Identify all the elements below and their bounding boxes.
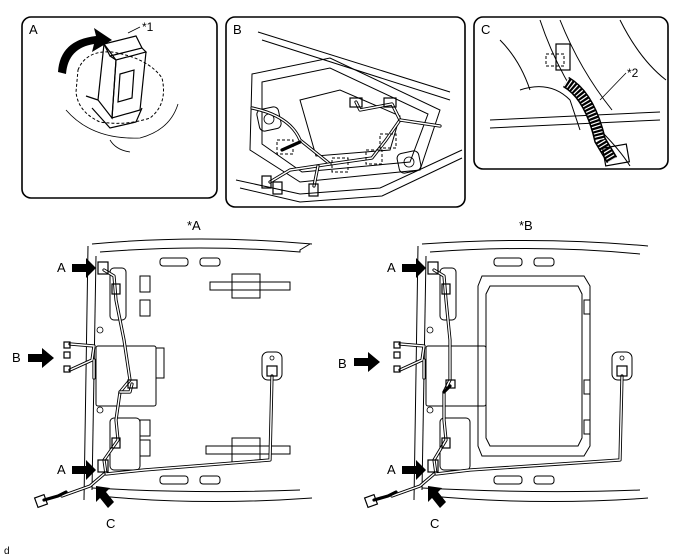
- clamp-dashed-box: [331, 157, 349, 173]
- panel-c-callout: *2: [627, 66, 639, 80]
- view-b-arrow-a-top-label: A: [387, 260, 396, 275]
- connector-icon: [97, 459, 109, 473]
- connector-icon: [63, 365, 71, 373]
- view-a-arrow-b-label: B: [12, 350, 21, 365]
- panel-a-label: A: [29, 22, 38, 37]
- detail-panel-c: C *2: [473, 16, 669, 170]
- connector-icon: [308, 183, 319, 197]
- connector-icon: [97, 261, 109, 275]
- surface-curve: [65, 103, 179, 139]
- connector-icon: [63, 341, 71, 349]
- connector-icon: [616, 365, 628, 377]
- connector-icon: [441, 283, 451, 295]
- callout-leader-2: [599, 72, 627, 101]
- connector-icon: [261, 175, 272, 189]
- connector-icon: [601, 143, 631, 167]
- connector-icon: [272, 181, 283, 195]
- view-b-arrow-c-icon: [428, 486, 446, 508]
- connector-icon: [441, 437, 451, 449]
- clip-part-1: [85, 35, 148, 129]
- sunroof-opening: [477, 275, 591, 457]
- callout-leader-1: [127, 26, 141, 34]
- connector-icon: [393, 365, 401, 373]
- roof-view-b: *B: [338, 218, 649, 531]
- connector-icon: [427, 459, 439, 473]
- view-a-arrow-c-icon: [96, 486, 114, 508]
- view-a-arrow-a-top-icon: [72, 258, 96, 278]
- view-a-arrow-b-icon: [28, 348, 54, 368]
- view-a-arrow-a-bottom-icon: [72, 460, 96, 480]
- detail-panel-a: A *1: [21, 16, 218, 199]
- view-b-arrow-b-icon: [354, 352, 380, 372]
- roof-view-a: *A: [12, 218, 313, 531]
- view-a-arrow-a-bottom-label: A: [57, 462, 66, 477]
- view-a-arrow-c-label: C: [106, 516, 115, 531]
- view-b-arrow-b-label: B: [338, 356, 347, 371]
- clamp-dashed-box: [276, 139, 294, 155]
- connector-icon: [266, 365, 278, 377]
- connector-icon: [445, 379, 456, 389]
- view-a-title: *A: [187, 218, 201, 233]
- connector-icon: [393, 341, 401, 349]
- housing-outline-dashed: [75, 51, 164, 124]
- view-b-arrow-a-bottom-icon: [402, 460, 426, 480]
- clamp-dashed-box: [379, 133, 397, 149]
- connector-icon: [111, 283, 121, 295]
- view-b-arrow-a-bottom-label: A: [387, 462, 396, 477]
- rotate-arrow-icon: [58, 28, 112, 74]
- connector-icon: [383, 97, 397, 108]
- panel-c-label: C: [481, 22, 490, 37]
- panel-b-label: B: [233, 22, 242, 37]
- view-a-arrow-a-top-label: A: [57, 260, 66, 275]
- connector-icon: [127, 379, 138, 389]
- connector-icon: [63, 351, 71, 359]
- view-b-arrow-c-label: C: [430, 516, 439, 531]
- connector-icon: [349, 97, 363, 108]
- connector-icon: [111, 437, 121, 449]
- detail-panel-b: B: [225, 16, 466, 208]
- harness-wire-b-view: [432, 268, 624, 476]
- panel-a-callout: *1: [142, 20, 154, 34]
- connector-icon: [427, 261, 439, 275]
- connector-icon: [393, 351, 401, 359]
- view-b-arrow-a-top-icon: [402, 258, 426, 278]
- clamp-dashed-box: [365, 149, 383, 165]
- figure-code: d: [4, 546, 10, 557]
- view-b-title: *B: [519, 218, 533, 233]
